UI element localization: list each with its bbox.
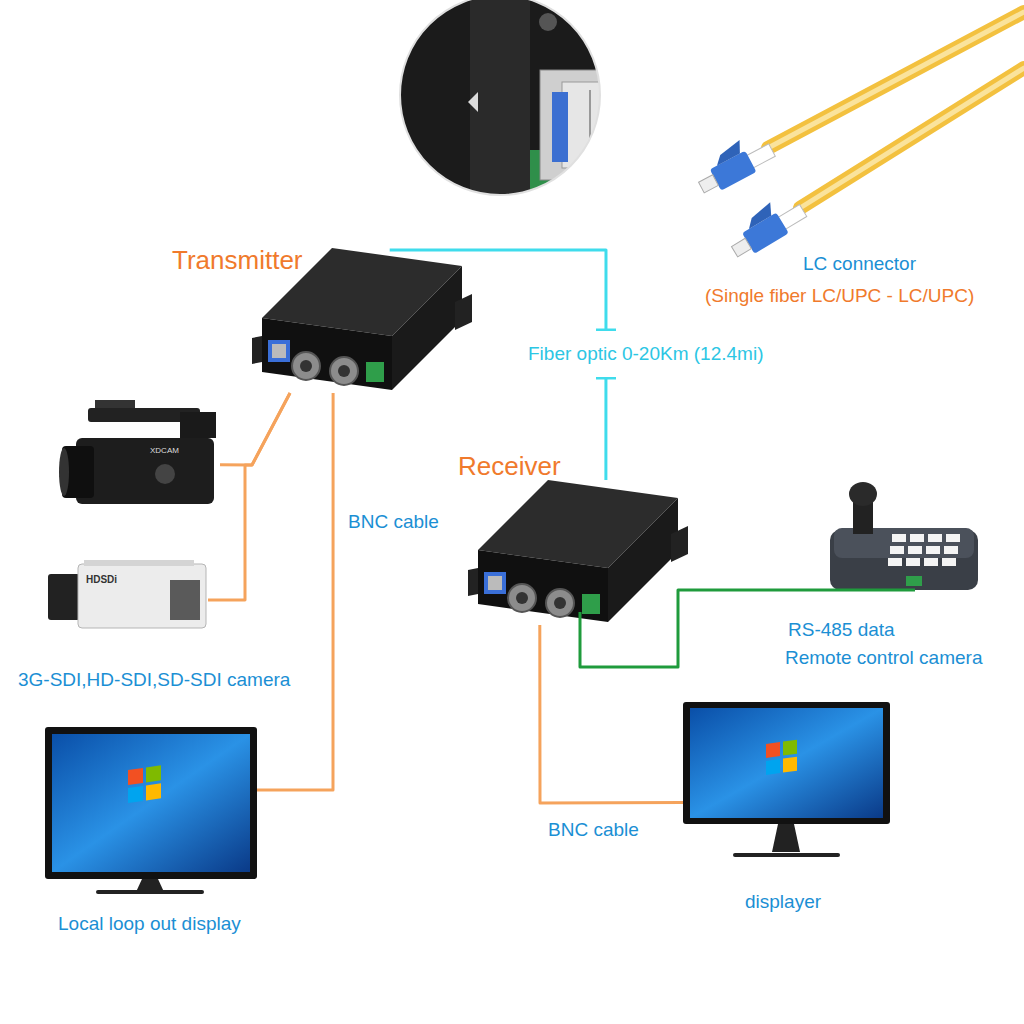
- sfp-latch: [552, 92, 568, 162]
- connector-note: (Single fiber LC/UPC - LC/UPC): [705, 284, 974, 308]
- device-caption: 3G-SDI,HD-SDI,SD-SDI camera: [18, 668, 290, 692]
- stand-base: [735, 853, 838, 857]
- box-camera: [48, 560, 206, 628]
- device-caption: displayer: [745, 890, 821, 914]
- fiber-break-tick: [596, 377, 616, 380]
- brand-text: XDCAM: [150, 446, 179, 456]
- key: [926, 546, 940, 554]
- fiber-cable: [800, 68, 1024, 208]
- device-heading: Receiver: [458, 450, 561, 483]
- cage-line: [611, 90, 613, 160]
- lc-connector: [690, 129, 778, 198]
- ferrule: [699, 175, 719, 193]
- screw: [539, 13, 557, 31]
- rear-panel: [170, 580, 200, 620]
- logo-tile: [783, 757, 797, 773]
- camera-body: [78, 564, 206, 628]
- arrow-mark: [468, 92, 478, 112]
- key: [946, 534, 960, 542]
- lens: [48, 574, 80, 620]
- device-heading: Transmitter: [172, 244, 303, 277]
- local-monitor: Local loop out display: [45, 725, 257, 890]
- fiber-cable: [768, 12, 1024, 148]
- bezel: [45, 727, 257, 879]
- sfp-module: [562, 82, 632, 168]
- connector-latch: [743, 202, 777, 229]
- cable-label: Fiber optic 0-20Km (12.4mi): [528, 331, 763, 377]
- lc-connector: [722, 190, 809, 262]
- key: [910, 534, 924, 542]
- top-ridge: [84, 560, 194, 566]
- logo-tile: [766, 742, 780, 758]
- ptz-keyboard: [830, 482, 978, 590]
- camcorder: XDCAM: [62, 400, 220, 508]
- connector-label: LC connector: [803, 252, 916, 276]
- sfp-inset-photo: [400, 0, 640, 210]
- stand-base: [98, 890, 202, 894]
- cage-line: [589, 90, 591, 160]
- logo-tile: [146, 765, 161, 782]
- stand-neck: [772, 824, 800, 852]
- logo-tile: [766, 759, 780, 775]
- key: [942, 558, 956, 566]
- ptz-keyboard: RS-485 dataRemote control camera: [828, 485, 978, 590]
- terminal-block: [906, 576, 922, 586]
- logo-tile: [128, 786, 143, 803]
- screen: [690, 708, 883, 818]
- box-camera: HDSDi3G-SDI,HD-SDI,SD-SDI camera: [48, 560, 208, 630]
- microphone: [95, 400, 135, 409]
- key: [924, 558, 938, 566]
- key: [928, 534, 942, 542]
- cable-label: BNC cable: [548, 818, 639, 842]
- monitor: [45, 727, 257, 892]
- fiber-cable: [768, 12, 1024, 148]
- key: [892, 534, 906, 542]
- keypad: [888, 534, 960, 566]
- windows-logo: [766, 740, 797, 775]
- screen: [52, 734, 250, 872]
- receiver-box: Receiver: [478, 480, 684, 625]
- device-caption: Remote control camera: [785, 646, 982, 670]
- bnc-cable: [540, 625, 683, 803]
- camcorder: [59, 400, 216, 504]
- windows-logo: [128, 765, 161, 803]
- sdi-cable: [208, 393, 290, 600]
- brand-text: HDSDi: [86, 574, 117, 587]
- key: [944, 546, 958, 554]
- lens-front: [59, 448, 69, 496]
- logo-tile: [128, 768, 143, 785]
- remote-monitor: displayer: [683, 700, 890, 860]
- receiver-box: [468, 480, 688, 622]
- camera-body: [76, 438, 214, 504]
- key: [888, 558, 902, 566]
- connector-latch: [711, 140, 745, 166]
- monitor: [683, 702, 890, 855]
- key: [906, 558, 920, 566]
- dial: [155, 464, 175, 484]
- bezel: [683, 702, 890, 824]
- ferrule: [731, 238, 751, 257]
- logo-tile: [783, 740, 797, 756]
- viewfinder: [180, 412, 216, 438]
- logo-tile: [146, 783, 161, 800]
- device-caption: RS-485 data: [788, 618, 895, 642]
- key: [908, 546, 922, 554]
- joystick-knob: [849, 482, 877, 506]
- fiber-cable: [800, 68, 1024, 208]
- key: [890, 546, 904, 554]
- sdi-cable: [220, 393, 290, 465]
- panel: [470, 0, 530, 200]
- inset-border: [400, 0, 600, 195]
- cable-label: BNC cable: [348, 510, 439, 534]
- bnc-cable: [257, 393, 333, 790]
- device-caption: Local loop out display: [58, 912, 241, 936]
- transmitter-box: Transmitter: [262, 248, 468, 393]
- sfp-cage: [540, 70, 640, 180]
